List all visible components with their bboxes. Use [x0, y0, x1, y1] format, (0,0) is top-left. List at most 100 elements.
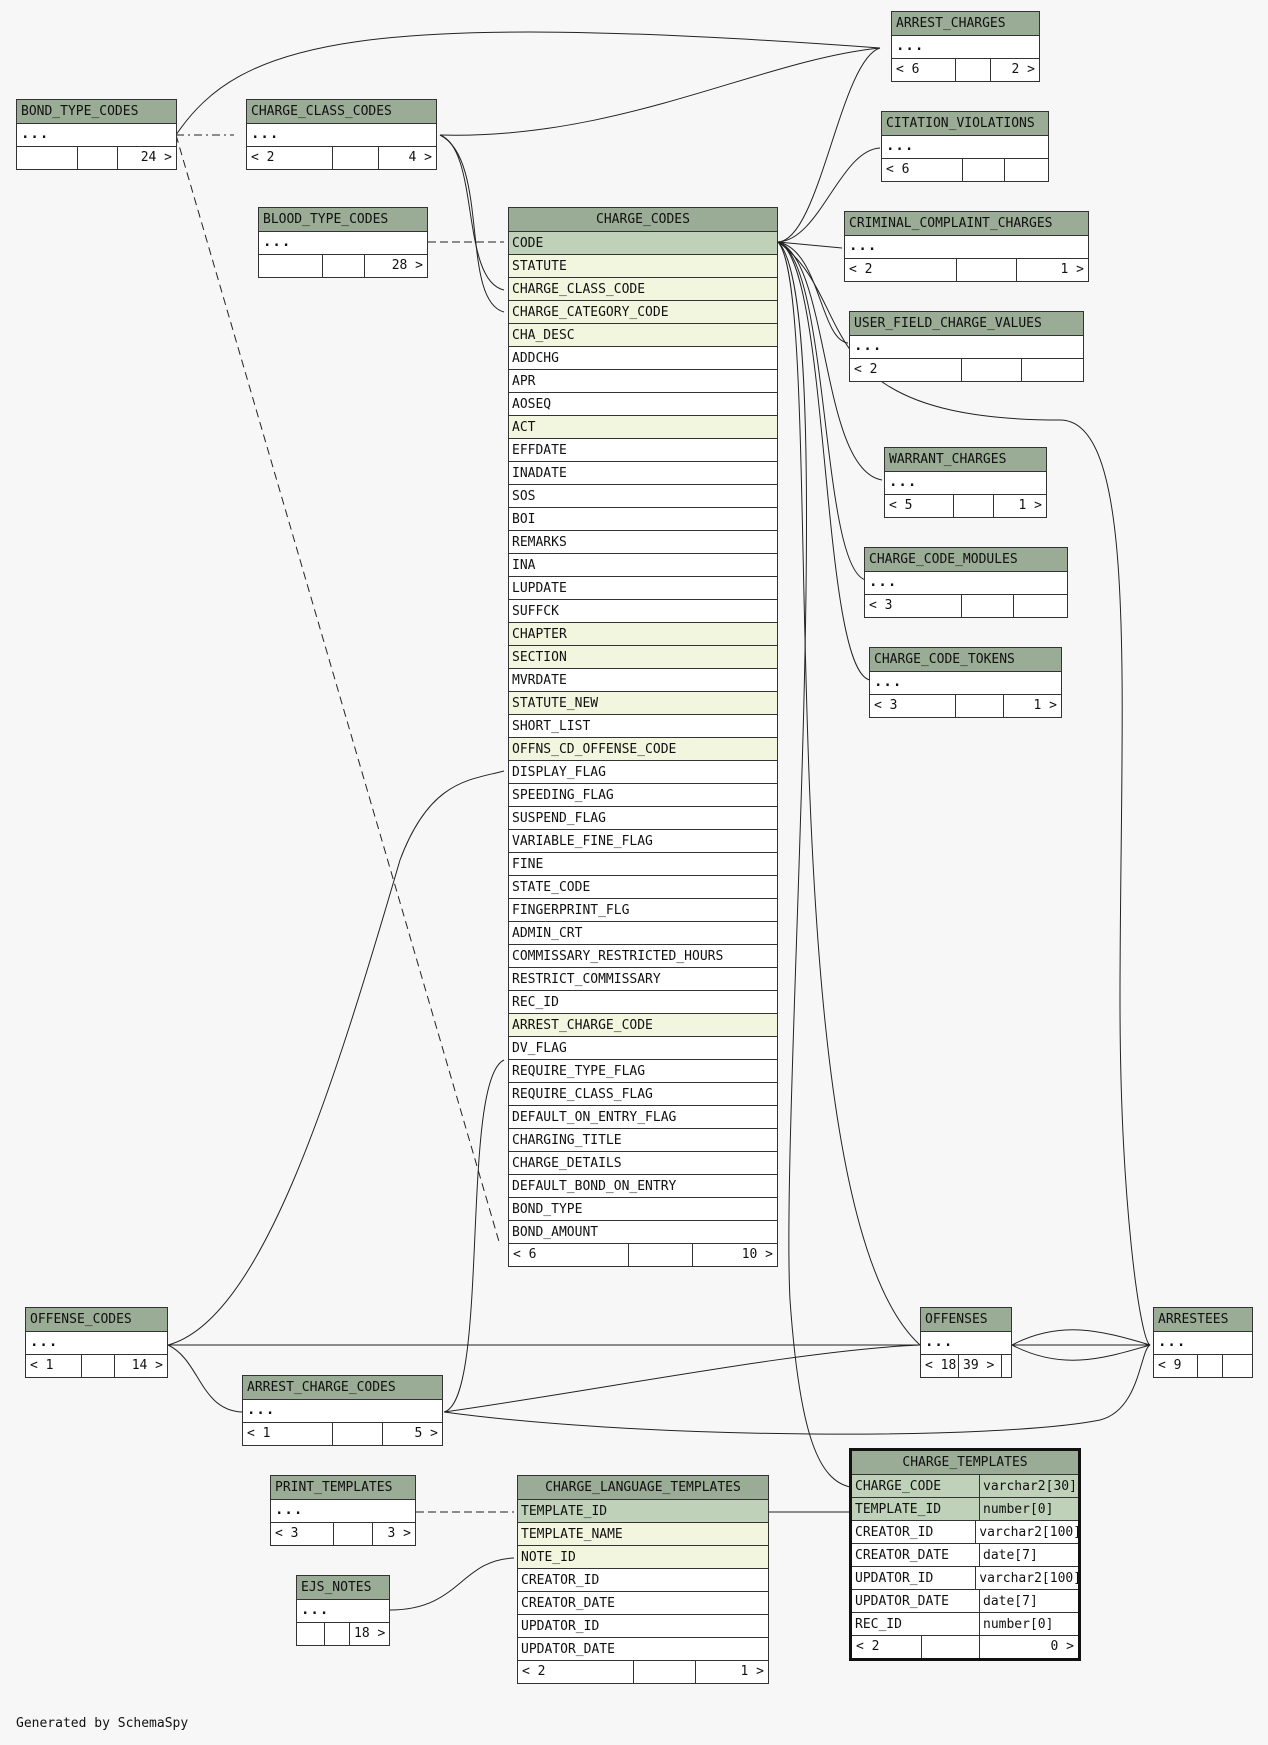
child-count[interactable]: 18 >	[354, 1626, 386, 1641]
parent-count[interactable]: < 1	[243, 1423, 334, 1445]
table-name[interactable]: CHARGE_CODE_MODULES	[865, 548, 1067, 572]
table-charge-code-modules[interactable]: CHARGE_CODE_MODULES...< 3	[864, 547, 1068, 618]
column-row[interactable]: BOND_AMOUNT	[509, 1221, 777, 1244]
child-count[interactable]: 0 >	[1050, 1639, 1074, 1654]
column-row[interactable]: SHORT_LIST	[509, 715, 777, 738]
column-row[interactable]: CODE	[509, 232, 777, 255]
related-count[interactable]	[956, 695, 1004, 717]
column-row[interactable]: APR	[509, 370, 777, 393]
parent-count[interactable]	[17, 147, 79, 169]
column-row[interactable]: SECTION	[509, 646, 777, 669]
column-row[interactable]: ADMIN_CRT	[509, 922, 777, 945]
related-count[interactable]	[629, 1244, 693, 1266]
column-row[interactable]: CHA_DESC	[509, 324, 777, 347]
related-count[interactable]	[956, 59, 992, 81]
related-count[interactable]	[957, 259, 1017, 281]
table-name[interactable]: EJS_NOTES	[297, 1576, 389, 1600]
table-name[interactable]: PRINT_TEMPLATES	[271, 1476, 415, 1500]
table-name[interactable]: CRIMINAL_COMPLAINT_CHARGES	[845, 212, 1088, 236]
column-row[interactable]: CHARGE_CLASS_CODE	[509, 278, 777, 301]
parent-count[interactable]: < 2	[247, 147, 334, 169]
column-row[interactable]: EFFDATE	[509, 439, 777, 462]
column-row[interactable]: SOS	[509, 485, 777, 508]
child-count[interactable]: 2 >	[1011, 62, 1035, 77]
column-row[interactable]: STATUTE	[509, 255, 777, 278]
column-row[interactable]: FINE	[509, 853, 777, 876]
child-count[interactable]: 24 >	[140, 150, 173, 165]
column-row[interactable]: TEMPLATE_NAME	[518, 1523, 768, 1546]
column-row[interactable]: ARREST_CHARGE_CODE	[509, 1014, 777, 1037]
table-name[interactable]: WARRANT_CHARGES	[885, 448, 1046, 472]
child-count[interactable]: 10 >	[741, 1247, 773, 1262]
table-name[interactable]: ARREST_CHARGES	[892, 12, 1039, 36]
child-count[interactable]	[1005, 159, 1049, 181]
related-count[interactable]	[922, 1636, 980, 1658]
column-row[interactable]: VARIABLE_FINE_FLAG	[509, 830, 777, 853]
child-count[interactable]: 3 >	[387, 1526, 411, 1541]
table-name[interactable]: CITATION_VIOLATIONS	[882, 112, 1048, 136]
table-name[interactable]: BLOOD_TYPE_CODES	[259, 208, 427, 232]
parent-count[interactable]: < 5	[885, 495, 955, 517]
table-name[interactable]: USER_FIELD_CHARGE_VALUES	[850, 312, 1083, 336]
child-count[interactable]	[1014, 595, 1067, 617]
column-row[interactable]: DISPLAY_FLAG	[509, 761, 777, 784]
column-row[interactable]: UPDATOR_DATE	[518, 1638, 768, 1661]
table-blood-type-codes[interactable]: BLOOD_TYPE_CODES...28 >	[258, 207, 428, 278]
parent-count[interactable]: < 2	[845, 259, 958, 281]
table-name[interactable]: CHARGE_CLASS_CODES	[247, 100, 436, 124]
column-row[interactable]: REC_ID	[509, 991, 777, 1014]
related-count[interactable]	[325, 1623, 350, 1645]
column-row[interactable]: BOI	[509, 508, 777, 531]
table-name[interactable]: ARRESTEES	[1154, 1308, 1252, 1332]
related-count[interactable]	[323, 255, 365, 277]
parent-count[interactable]: < 2	[852, 1636, 922, 1658]
parent-count[interactable]	[259, 255, 324, 277]
column-row[interactable]: INADATE	[509, 462, 777, 485]
column-row[interactable]: CHARGING_TITLE	[509, 1129, 777, 1152]
table-name[interactable]: BOND_TYPE_CODES	[17, 100, 176, 124]
column-row[interactable]: DEFAULT_ON_ENTRY_FLAG	[509, 1106, 777, 1129]
column-row[interactable]: SUSPEND_FLAG	[509, 807, 777, 830]
column-row[interactable]: SUFFCK	[509, 600, 777, 623]
related-count[interactable]	[1198, 1355, 1223, 1377]
child-count[interactable]	[1002, 1355, 1011, 1377]
column-row[interactable]: CREATOR_ID	[518, 1569, 768, 1592]
column-row[interactable]: BOND_TYPE	[509, 1198, 777, 1221]
column-row[interactable]: CREATOR_DATE	[518, 1592, 768, 1615]
column-row[interactable]: REQUIRE_CLASS_FLAG	[509, 1083, 777, 1106]
child-count[interactable]: 14 >	[131, 1358, 163, 1373]
parent-count[interactable]: < 3	[865, 595, 962, 617]
related-count[interactable]	[82, 1355, 115, 1377]
column-row[interactable]: ACT	[509, 416, 777, 439]
parent-count[interactable]: < 3	[271, 1523, 335, 1545]
related-count[interactable]	[333, 1423, 383, 1445]
column-row[interactable]: FINGERPRINT_FLG	[509, 899, 777, 922]
parent-count[interactable]: < 6	[882, 159, 963, 181]
table-user-field-charge-values[interactable]: USER_FIELD_CHARGE_VALUES...< 2	[849, 311, 1084, 382]
related-count[interactable]	[78, 147, 118, 169]
related-count[interactable]	[333, 147, 379, 169]
child-count[interactable]	[1223, 1355, 1252, 1377]
table-ejs-notes[interactable]: EJS_NOTES...18 >	[296, 1575, 390, 1646]
parent-count[interactable]: < 2	[518, 1661, 634, 1683]
table-name[interactable]: ARREST_CHARGE_CODES	[243, 1376, 442, 1400]
related-count[interactable]	[963, 159, 1005, 181]
column-row[interactable]: REQUIRE_TYPE_FLAG	[509, 1060, 777, 1083]
parent-count[interactable]	[297, 1623, 325, 1645]
child-count[interactable]: 5 >	[414, 1426, 438, 1441]
column-row[interactable]: CHARGE_CATEGORY_CODE	[509, 301, 777, 324]
column-row[interactable]: CHARGE_DETAILS	[509, 1152, 777, 1175]
parent-count[interactable]: < 2	[850, 359, 962, 381]
related-count[interactable]	[634, 1661, 696, 1683]
